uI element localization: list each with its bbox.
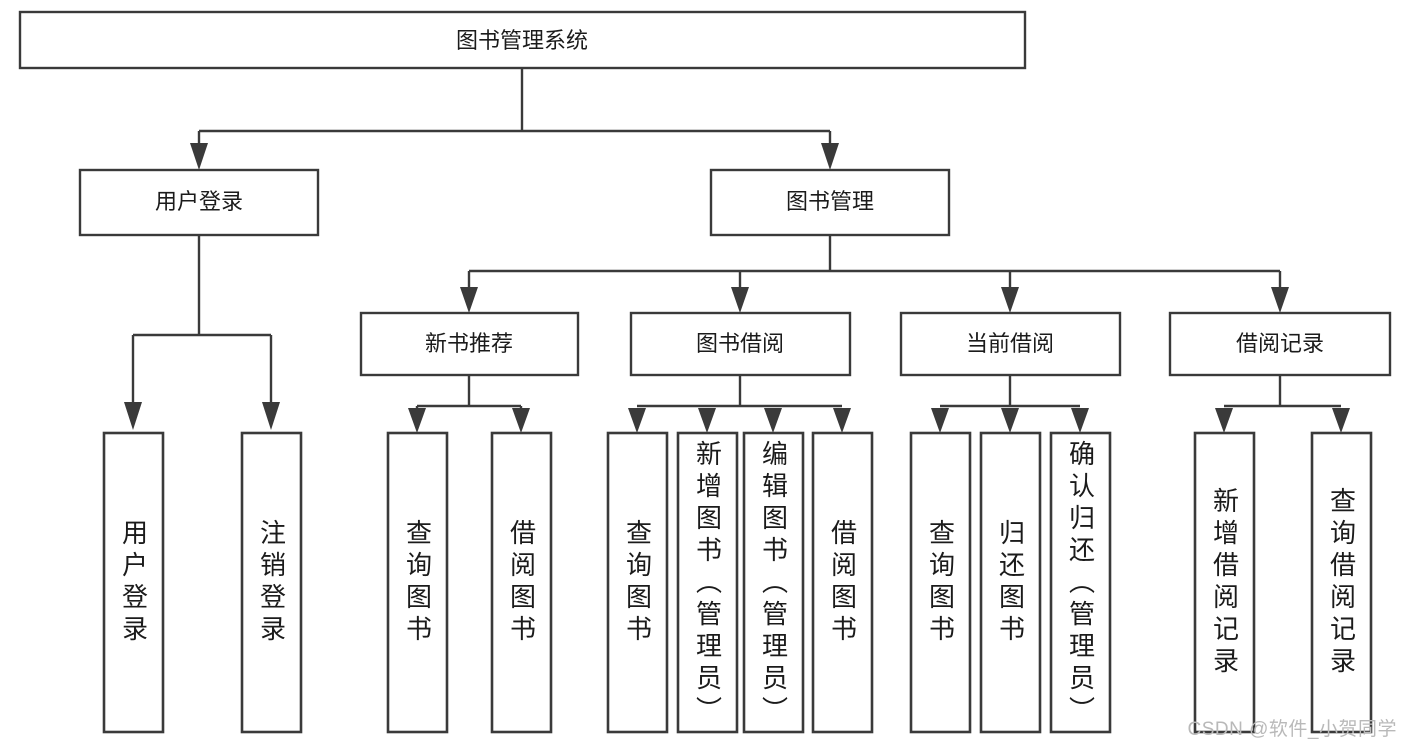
node-root-box[interactable] [18,10,1027,70]
arrow-head-borrow-record [1271,287,1289,313]
leaf-box-new-book-2[interactable] [490,431,553,734]
arrow-head-leaf-current-borrow-1 [931,408,949,433]
node-borrow-record-box[interactable] [1168,311,1392,377]
node-new-book-recommend-label: 新书推荐 [425,331,513,356]
arrow-head-leaf-new-book-2 [512,408,530,433]
leaf-box-book-borrow-1[interactable] [606,431,669,734]
arrow-head-leaf-user-login-1 [124,402,142,430]
connector-group-user-login [124,235,280,430]
node-current-borrow-label: 当前借阅 [966,331,1054,356]
leaf-box-borrow-record-2[interactable] [1310,431,1373,734]
arrow-head-leaf-book-borrow-1 [628,408,646,433]
arrow-head-leaf-borrow-record-2 [1332,408,1350,433]
leaf-box-new-book-1[interactable] [386,431,449,734]
leaf-box-book-borrow-2[interactable] [676,431,739,734]
node-book-management[interactable]: 图书管理 [709,168,951,237]
node-new-book-recommend-box[interactable] [359,311,580,377]
arrow-head-book-borrow [731,287,749,313]
node-book-borrow-label: 图书借阅 [696,331,784,356]
connector-group-borrow-record [1215,375,1350,433]
arrow-head-book-mgmt [821,143,839,170]
node-root[interactable]: 图书管理系统 [18,10,1027,70]
connector-group-new-book [408,375,530,433]
arrow-head-leaf-current-borrow-2 [1001,408,1019,433]
leaf-box-borrow-record-1[interactable] [1193,431,1256,734]
leaf-box-current-borrow-1[interactable] [909,431,972,734]
node-book-management-box[interactable] [709,168,951,237]
leaf-box-user-login-2[interactable] [240,431,303,734]
watermark-text: CSDN @软件_小贺同学 [1187,719,1397,740]
node-new-book-recommend[interactable]: 新书推荐 [359,311,580,377]
arrow-head-leaf-new-book-1 [408,408,426,433]
arrow-head-new-book [460,287,478,313]
connector-group-root [190,68,839,170]
arrow-head-leaf-book-borrow-2 [698,408,716,433]
leaf-box-book-borrow-3[interactable] [742,431,805,734]
node-root-label: 图书管理系统 [456,28,588,53]
arrow-head-leaf-book-borrow-3 [764,408,782,433]
arrow-head-user-login [190,143,208,170]
connector-group-book-borrow [628,375,851,433]
node-user-login-box[interactable] [78,168,320,237]
node-book-management-label: 图书管理 [786,189,874,214]
leaf-box-user-login-1[interactable] [102,431,165,734]
arrow-head-leaf-book-borrow-4 [833,408,851,433]
node-user-login[interactable]: 用户登录 [78,168,320,237]
leaf-box-book-borrow-4[interactable] [811,431,874,734]
node-book-borrow-box[interactable] [629,311,852,377]
node-borrow-record[interactable]: 借阅记录 [1168,311,1392,377]
node-user-login-label: 用户登录 [155,189,243,214]
connector-group-current-borrow [931,375,1089,433]
node-current-borrow-box[interactable] [899,311,1122,377]
node-current-borrow[interactable]: 当前借阅 [899,311,1122,377]
connector-group-book-mgmt [460,235,1289,313]
node-borrow-record-label: 借阅记录 [1236,331,1324,356]
leaf-box-current-borrow-3[interactable] [1049,431,1112,734]
leaf-box-current-borrow-2[interactable] [979,431,1042,734]
arrow-head-current-borrow [1001,287,1019,313]
arrow-head-leaf-user-login-2 [262,402,280,430]
node-book-borrow[interactable]: 图书借阅 [629,311,852,377]
arrow-head-leaf-current-borrow-3 [1071,408,1089,433]
arrow-head-leaf-borrow-record-1 [1215,408,1233,433]
